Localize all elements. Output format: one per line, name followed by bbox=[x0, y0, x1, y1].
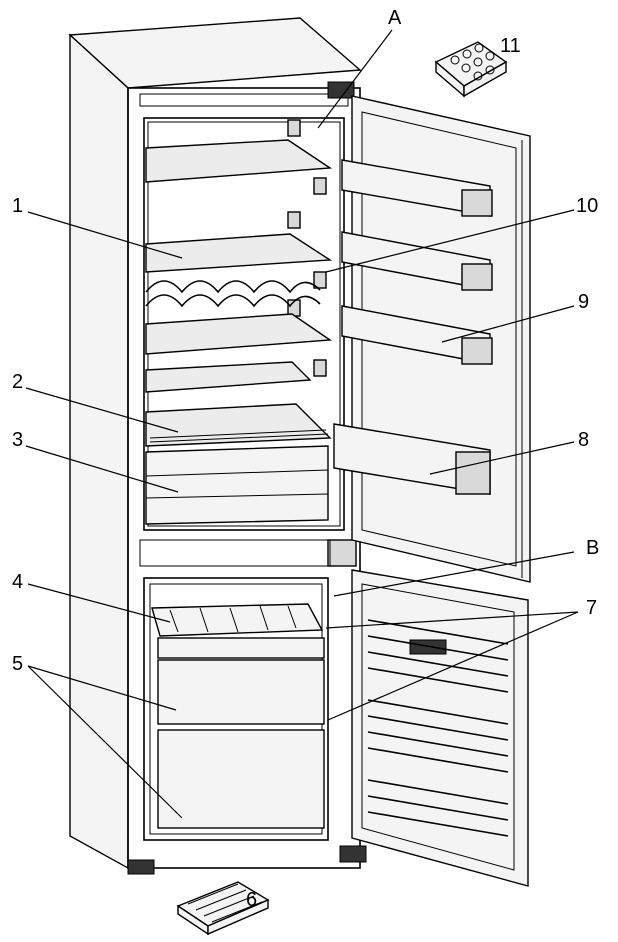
glass-shelf-middle bbox=[145, 313, 333, 355]
wine-rack bbox=[145, 280, 321, 308]
callout-1: 1 bbox=[12, 195, 23, 217]
callout-A: A bbox=[388, 7, 402, 29]
callout-6: 6 bbox=[246, 889, 257, 911]
callout-2: 2 bbox=[12, 371, 23, 393]
callout-8: 8 bbox=[578, 429, 589, 451]
callout-7: 7 bbox=[586, 597, 597, 619]
ice-tray bbox=[176, 881, 270, 936]
fridge-compartment bbox=[143, 117, 345, 531]
callout-labels: A 11 1 10 9 2 3 8 B 4 7 5 6 bbox=[12, 7, 599, 911]
cabinet-body bbox=[68, 17, 367, 875]
door-shelf-10 bbox=[341, 231, 493, 291]
callout-4: 4 bbox=[12, 571, 23, 593]
freezer-drawers bbox=[157, 637, 325, 829]
door-shelf-9 bbox=[341, 305, 493, 365]
leader-lines bbox=[25, 29, 579, 819]
callout-11: 11 bbox=[500, 35, 521, 57]
compartment-divider bbox=[139, 539, 331, 567]
egg-tray bbox=[434, 41, 508, 98]
freezer-door-slats bbox=[367, 619, 509, 837]
callout-5: 5 bbox=[12, 653, 23, 675]
callout-10: 10 bbox=[576, 195, 598, 217]
glass-shelf bbox=[145, 233, 333, 273]
door-bottle-shelf-8 bbox=[333, 423, 491, 495]
freezer-door bbox=[351, 569, 529, 887]
freezer-compartment bbox=[143, 577, 329, 841]
callout-B: B bbox=[586, 537, 599, 559]
glass-shelf-lower bbox=[145, 361, 312, 393]
ice-tray-in-freezer bbox=[151, 603, 324, 637]
crisper-cover-shelf bbox=[145, 403, 332, 447]
door-shelf-top bbox=[341, 159, 493, 217]
callout-9: 9 bbox=[578, 291, 589, 313]
fridge-door bbox=[333, 95, 531, 583]
callout-3: 3 bbox=[12, 429, 23, 451]
crisper-drawer bbox=[145, 445, 329, 525]
glass-shelf-top bbox=[145, 139, 333, 183]
